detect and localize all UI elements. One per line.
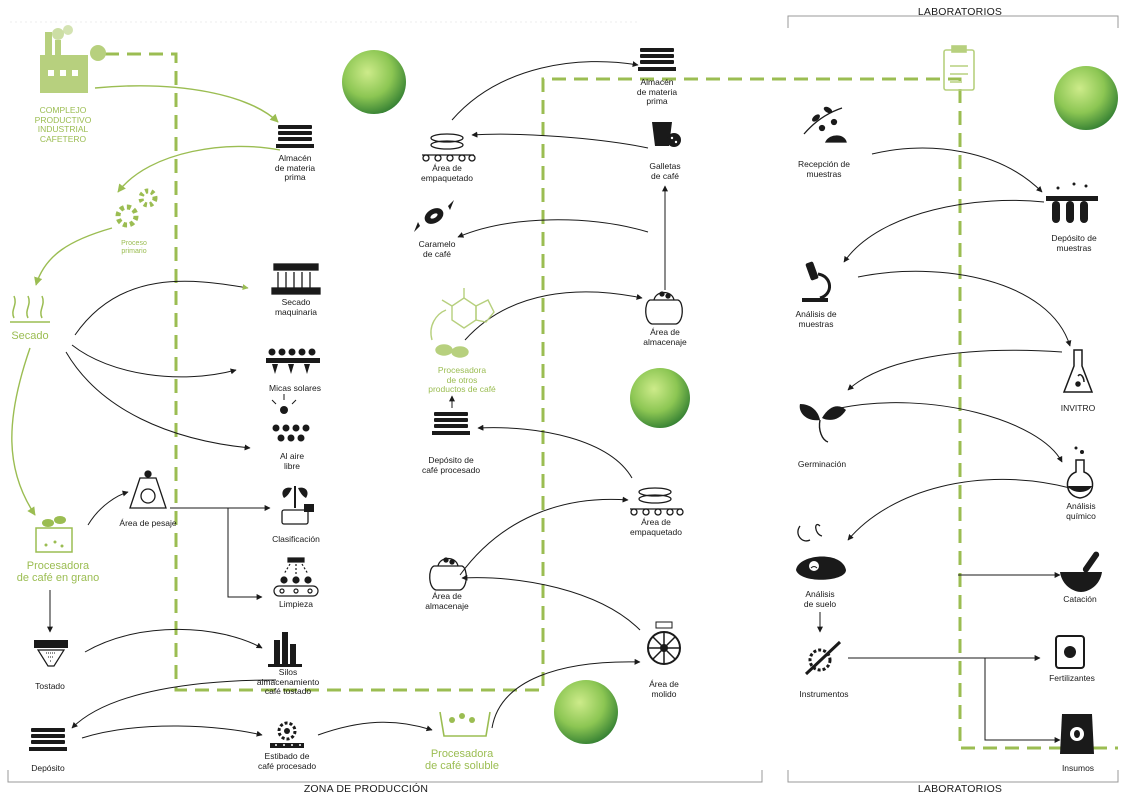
node-deposito-muestras: Depósito de muestras [1051, 233, 1097, 253]
node-fertilizantes: Fertilizantes [1049, 673, 1095, 683]
mortar-icon [1060, 551, 1102, 592]
node-analisis-suelo: Análisis de suelo [803, 589, 837, 609]
node-micas-solares: Micas solares [269, 383, 321, 393]
node-deposito: Depósito [31, 763, 65, 773]
node-germinacion: Germinación [797, 459, 847, 469]
sprout-icon [799, 404, 846, 443]
scale-icon [129, 470, 167, 509]
sun-drying-icon [271, 394, 310, 442]
factory-icon [40, 25, 106, 93]
node-secado-maquinaria: Secado maquinaria [274, 297, 318, 317]
soil-icon [796, 523, 846, 580]
node-almacenaje-1: Área de almacenaje [643, 327, 687, 347]
node-procesadora-soluble: Procesadora de café soluble [425, 748, 499, 772]
steam-icon [10, 295, 50, 323]
silo-icon [268, 632, 302, 667]
node-empaquetado-2: Área de empaquetado [630, 517, 682, 537]
node-tostado: Tostado [35, 681, 65, 691]
beans-box-icon [35, 516, 73, 553]
spray-belt-icon [273, 557, 319, 597]
node-almacen-materia-prima: Almacén de materia prima [274, 153, 316, 182]
bag-icon [1060, 714, 1094, 754]
microscope-icon [802, 261, 831, 302]
chem-flask-icon [1066, 446, 1094, 499]
node-secado: Secado [11, 330, 49, 342]
candy-icon [414, 200, 454, 232]
node-limpieza: Limpieza [278, 599, 314, 609]
node-almacen-materia-prima-2: Almacén de materia prima [636, 77, 678, 106]
node-procesadora-grano: Procesadora de café en grano [16, 560, 100, 584]
plant-sort-icon [281, 486, 314, 525]
molecule-icon [430, 288, 495, 358]
roaster-hopper-icon [34, 640, 68, 667]
labs-top-label: LABORATORIOS [917, 6, 1003, 18]
conveyor-stack-icon [422, 133, 684, 516]
node-almacenaje-2: Área de almacenaje [425, 591, 469, 611]
node-proceso-primario: Proceso primario [121, 240, 147, 255]
flask-icon [1062, 349, 1094, 393]
node-deposito-procesado: Depósito de café procesado [421, 455, 481, 475]
node-insumos: Insumos [1061, 763, 1095, 773]
node-analisis-quimico: Análisis químico [1066, 501, 1096, 521]
node-recepcion-muestras: Recepción de muestras [798, 159, 850, 179]
node-complejo: COMPLEJO PRODUCTIVO INDUSTRIAL CAFETERO [34, 105, 92, 144]
node-instrumentos: Instrumentos [799, 689, 849, 699]
flow-arrows [11, 61, 1072, 743]
node-clasificacion: Clasificación [272, 534, 320, 544]
tools-icon [804, 640, 842, 676]
gears-icon [115, 188, 158, 228]
production-zone-frame [7, 15, 1119, 783]
cookie-cup-icon [652, 122, 681, 147]
node-silos: Silos almacenamiento café tostado [256, 667, 320, 696]
node-aire-libre: Al aire libre [279, 451, 305, 471]
test-tubes-icon [1046, 182, 1098, 223]
node-procesadora-otros: Procesadora de otros productos de café [428, 365, 496, 394]
soluble-basin-icon [439, 711, 491, 737]
gear-belt-icon [270, 721, 304, 748]
node-area-pesaje: Área de pesaje [119, 518, 177, 528]
node-estibado: Estibado de café procesado [257, 751, 317, 771]
grinder-icon [647, 621, 681, 665]
sack-icon [429, 291, 683, 591]
solar-tray-icon [266, 348, 320, 374]
node-analisis-muestras: Análisis de muestras [795, 309, 837, 329]
node-catacion: Catación [1063, 594, 1097, 604]
node-caramelo: Caramelo de café [418, 239, 456, 259]
dashed-boundaries [105, 52, 1118, 750]
pallet-stack-icon [29, 48, 676, 751]
tree-icon [342, 50, 1118, 744]
fertilizer-icon [1055, 635, 1085, 669]
node-empaquetado-1: Área de empaquetado [421, 163, 473, 183]
clipboard-icon [943, 45, 975, 91]
labs-bottom-label: LABORATORIOS [917, 783, 1003, 795]
node-invitro: INVITRO [1060, 403, 1096, 413]
node-molido: Área de molido [649, 679, 679, 699]
branch-icon [803, 106, 847, 143]
dryer-machine-icon [271, 263, 321, 295]
node-galletas: Galletas de café [649, 161, 681, 181]
production-zone-label: ZONA DE PRODUCCIÓN [303, 783, 429, 795]
